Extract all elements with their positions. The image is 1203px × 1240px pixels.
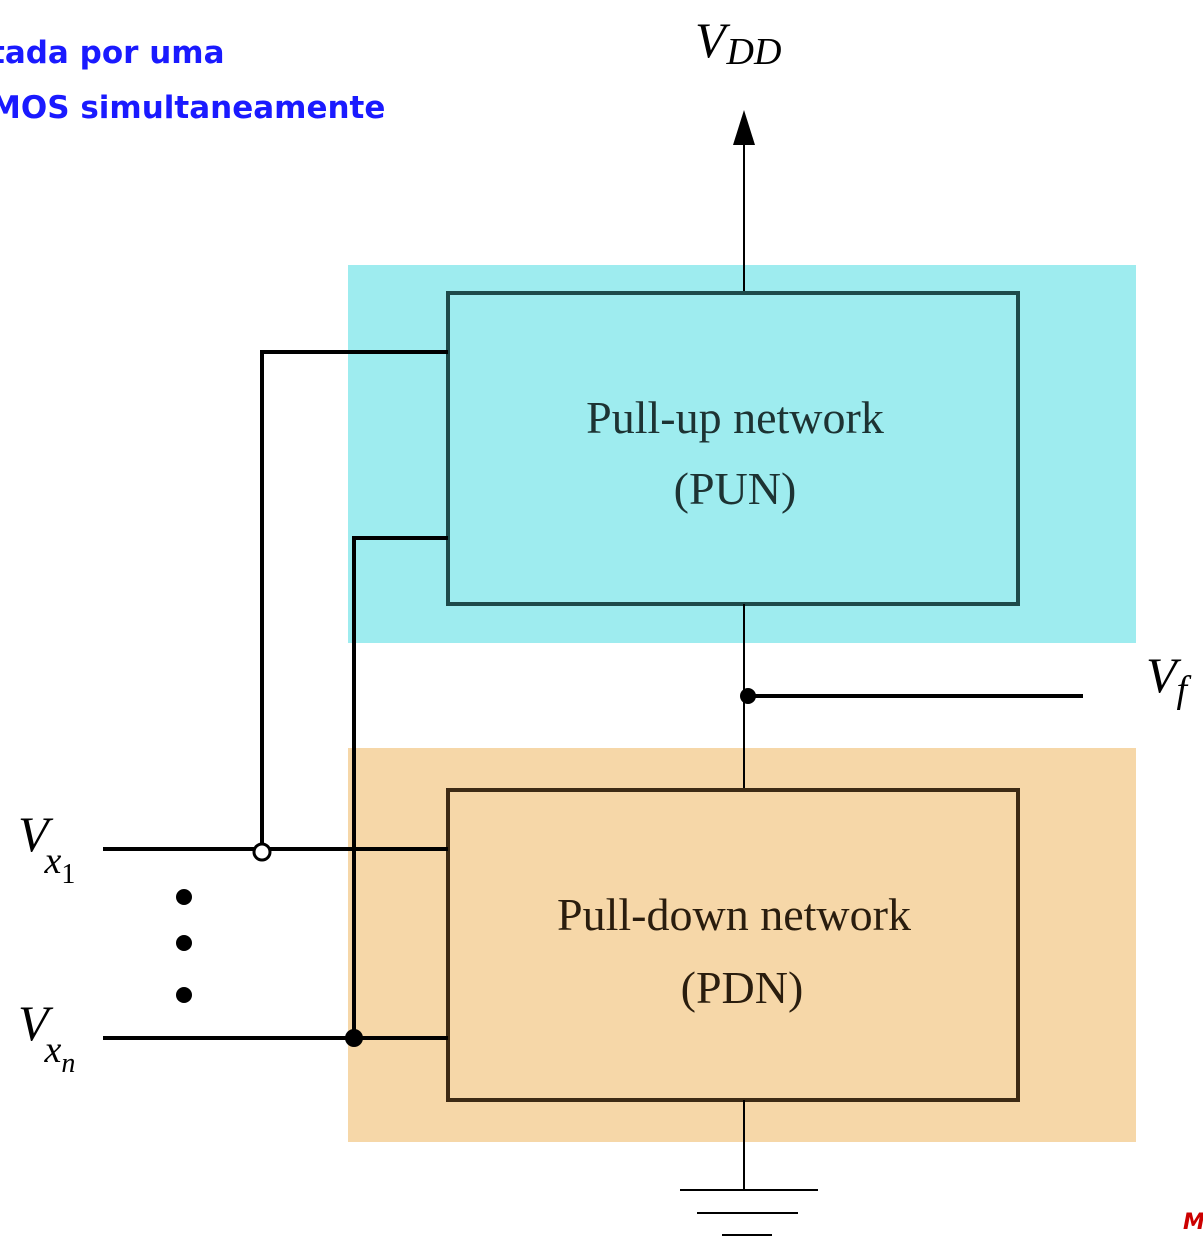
vdd-label: VDD xyxy=(695,12,781,73)
pdn-label: Pull-down network xyxy=(557,889,911,940)
vdd-arrow-icon xyxy=(733,110,755,145)
pun-label: Pull-up network xyxy=(586,392,884,443)
vxn-label: Vxn xyxy=(18,995,75,1079)
xn-junction-dot xyxy=(345,1029,363,1047)
corner-mark: M xyxy=(1183,1210,1203,1235)
x1-junction-dot xyxy=(252,842,272,862)
pun-shaded-region xyxy=(348,265,1136,643)
pdn-box xyxy=(446,788,1020,1102)
vx1-label: Vx1 xyxy=(18,806,75,890)
pun-box xyxy=(446,291,1020,606)
header-line-1: tada por uma xyxy=(0,35,225,71)
xn-to-pun-wire xyxy=(352,536,448,1038)
ground-icon xyxy=(680,1189,818,1236)
pdn-abbrev: (PDN) xyxy=(681,962,804,1013)
header-line-2: MOS simultaneamente xyxy=(0,90,385,126)
output-node-dot xyxy=(740,688,756,704)
pdn-shaded-region xyxy=(348,748,1136,1142)
x1-to-pun-wire xyxy=(260,350,448,849)
vf-label: Vf xyxy=(1146,647,1192,711)
pun-abbrev: (PUN) xyxy=(674,463,797,514)
ellipsis-dots xyxy=(176,889,192,1003)
